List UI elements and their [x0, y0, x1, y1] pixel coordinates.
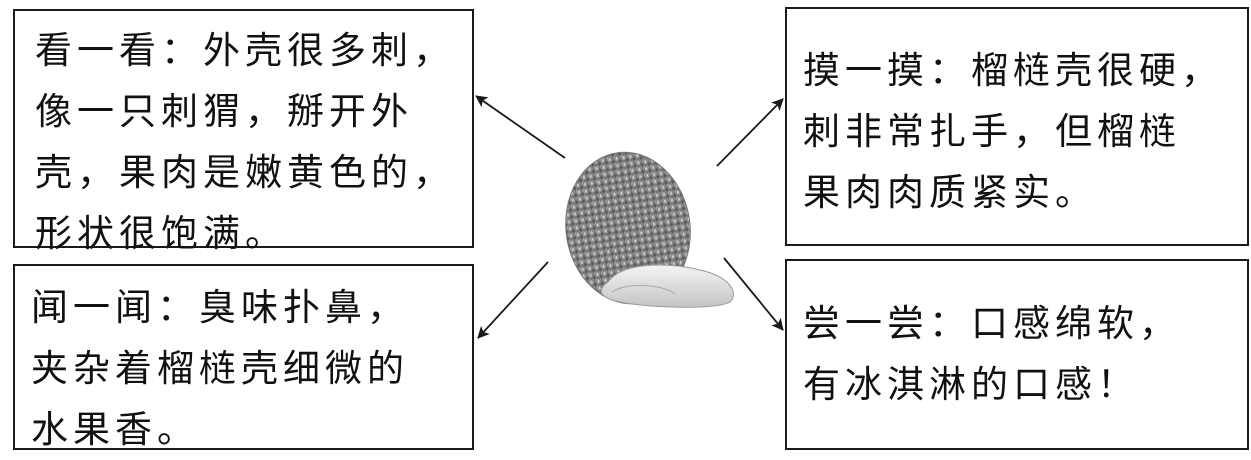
touch-box: 摸一摸：榴梿壳很硬， 刺非常扎手，但榴梿 果肉肉质紧实。	[785, 7, 1249, 246]
smell-text: 闻一闻：臭味扑鼻， 夹杂着榴梿壳细微的 水果香。	[31, 286, 409, 451]
smell-box: 闻一闻：臭味扑鼻， 夹杂着榴梿壳细微的 水果香。	[13, 264, 474, 451]
durian-flesh-lobe	[611, 284, 677, 295]
arrow-to-smell	[477, 261, 549, 339]
taste-box: 尝一尝：口感绵软， 有冰淇淋的口感！	[785, 259, 1249, 450]
arrow-to-touch	[716, 98, 784, 167]
durian-illustration	[565, 151, 734, 308]
durian-flesh	[600, 264, 734, 308]
look-box: 看一看：外壳很多刺， 像一只刺猬，掰开外 壳，果肉是嫩黄色的， 形状很饱满。	[13, 9, 474, 255]
arrow-to-look	[475, 95, 566, 159]
touch-text: 摸一摸：榴梿壳很硬， 刺非常扎手，但榴梿 果肉肉质紧实。	[803, 49, 1223, 214]
taste-text: 尝一尝：口感绵软， 有冰淇淋的口感！	[803, 302, 1181, 406]
arrow-to-taste	[723, 257, 784, 331]
look-text: 看一看：外壳很多刺， 像一只刺猬，掰开外 壳，果肉是嫩黄色的， 形状很饱满。	[35, 29, 455, 255]
durian-shell	[565, 151, 691, 305]
